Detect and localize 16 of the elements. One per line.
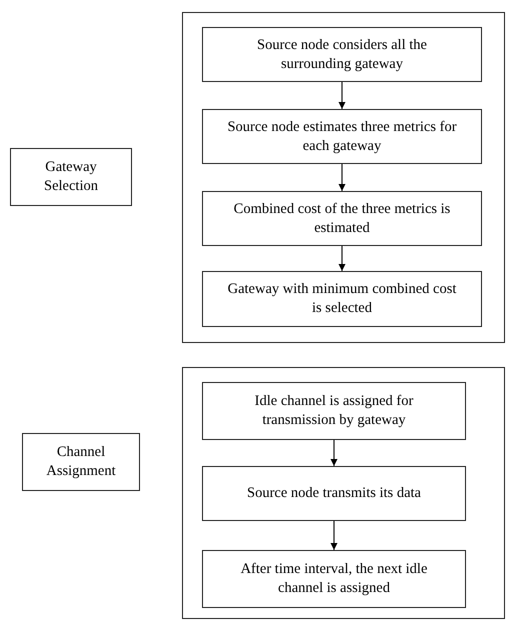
stage-box: Gateway Selection (10, 148, 132, 206)
process-box: Idle channel is assigned for transmission by gateway (202, 382, 466, 440)
arrow (338, 164, 346, 192)
process-box: Gateway with minimum combined cost is selected (202, 271, 482, 327)
arrow (330, 520, 338, 550)
panel-frame (182, 367, 505, 619)
process-box: Source node estimates three metrics for each gateway (202, 109, 482, 164)
process-box: Combined cost of the three metrics is estimated (202, 191, 482, 246)
process-box: Source node transmits its data (202, 466, 466, 521)
panel-frame (182, 12, 505, 343)
arrow (338, 82, 346, 110)
process-box: After time interval, the next idle channel is assigned (202, 550, 466, 608)
stage-box: Channel Assignment (22, 433, 140, 491)
arrow (338, 246, 346, 272)
arrow (330, 440, 338, 466)
process-box: Source node considers all the surrounding gateway (202, 27, 482, 82)
